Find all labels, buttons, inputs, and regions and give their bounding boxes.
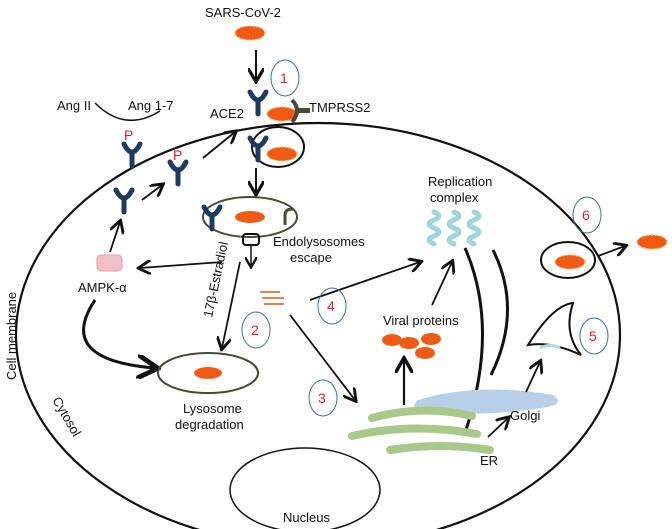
viral-proteins-label: Viral proteins (383, 313, 459, 328)
endosome-virus (235, 211, 265, 223)
lysosome-virus (194, 367, 222, 379)
virus-particle (234, 25, 266, 41)
ampk-lysosome-arrow (82, 299, 155, 368)
svg-text:6: 6 (582, 207, 590, 223)
endosome-tmprss2 (283, 207, 294, 225)
ace2-receptor (250, 92, 266, 114)
ampk-label: AMPK-α (78, 280, 127, 295)
lysosome-label: Lysosome (183, 401, 242, 416)
golgi-label: Golgi (510, 408, 540, 423)
viral-rna-icon (260, 291, 284, 305)
rna-replication-arrow (309, 262, 420, 301)
tmprss2-label: TMPRSS2 (309, 100, 370, 115)
step-marker-1: 1 (270, 59, 300, 97)
release-arrow (597, 246, 625, 257)
step-marker-2: 2 (241, 311, 271, 349)
released-virus (636, 234, 668, 250)
estradiol-label: 17β-Estradiol (200, 240, 231, 318)
step-marker-4: 4 (317, 287, 347, 325)
phospho-label-2: P (173, 147, 182, 163)
ace2-cytosolic (116, 190, 132, 212)
step-marker-5: 5 (579, 317, 609, 355)
exiting-virus (554, 254, 586, 270)
lysosome-arrow (222, 261, 241, 348)
endolysosome (202, 196, 298, 238)
cell-membrane (14, 121, 622, 529)
endoplasmic-reticulum (348, 406, 494, 454)
viral-proteins-icon (382, 333, 441, 359)
step-marker-6: 6 (572, 196, 602, 234)
phospho-label: P (124, 127, 133, 143)
membrane-label: Cell membrane (4, 292, 19, 380)
arrow (202, 132, 235, 159)
svg-text:5: 5 (589, 328, 597, 344)
ang17-label: Ang 1-7 (128, 98, 174, 113)
er-label: ER (480, 453, 498, 468)
nucleus (229, 447, 381, 529)
arrow (109, 222, 120, 253)
rna-er-arrow (289, 314, 355, 400)
svg-text:1: 1 (280, 70, 288, 86)
exocytic-vesicle (540, 241, 596, 279)
estradiol-ampk-arrow (140, 262, 223, 268)
vesicle-cargo (539, 344, 561, 350)
lysosome (157, 352, 259, 394)
ang2-label: Ang II (57, 98, 91, 113)
escape-label: escape (290, 250, 332, 265)
ace2-label: ACE2 (210, 106, 244, 121)
ampk-icon (96, 254, 123, 272)
arrow (141, 185, 162, 201)
ang-conversion-arrow (94, 102, 161, 122)
step-marker-3: 3 (308, 379, 338, 417)
channel-icon (242, 233, 260, 246)
virus-label: SARS-CoV-2 (205, 5, 281, 20)
golgi (414, 389, 558, 414)
tmprss2-anchor (296, 108, 310, 113)
proteins-replication-arrow (431, 262, 452, 306)
endocytic-vesicle (251, 126, 305, 168)
replication-complex-icon (426, 209, 482, 247)
phospho-ace2 (170, 162, 186, 184)
internalized-virus (266, 146, 298, 162)
golgi-vesicle-arrow (525, 362, 540, 393)
endolysosomes-label: Endolysosomes (273, 234, 365, 249)
svg-text:2: 2 (251, 322, 259, 338)
degradation-label: degradation (175, 417, 244, 432)
nucleus-label: Nucleus (283, 510, 330, 525)
er-golgi-arrow (487, 418, 508, 438)
complex-label: complex (430, 190, 479, 205)
replication-label: Replication (428, 174, 492, 189)
phospho-ace2-membrane (124, 144, 140, 166)
svg-text:3: 3 (318, 390, 326, 406)
replication-golgi-arrow (489, 249, 509, 376)
svg-text:4: 4 (327, 298, 335, 314)
cytosol-label: Cytosol (49, 394, 84, 439)
